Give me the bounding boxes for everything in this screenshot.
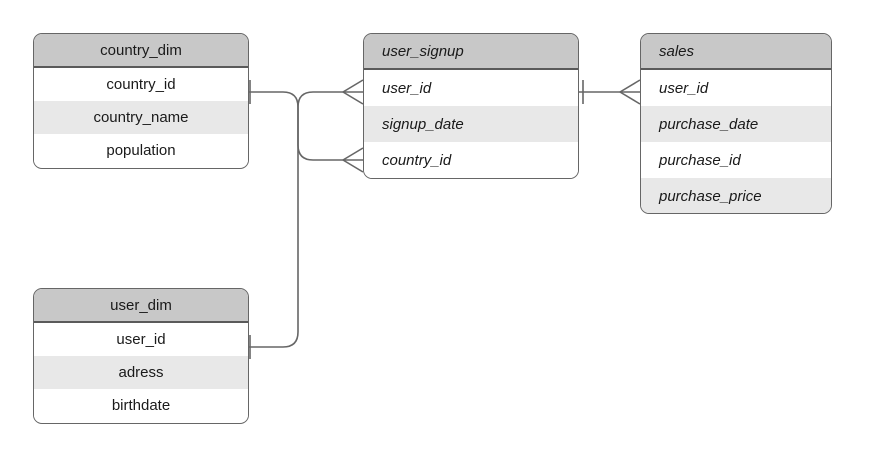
column-row[interactable]: user_id [641, 70, 831, 106]
column-row[interactable]: purchase_id [641, 142, 831, 178]
cardinality-many-signup-country_id [342, 147, 364, 173]
column-row[interactable]: user_id [34, 323, 248, 356]
column-row[interactable]: purchase_date [641, 106, 831, 142]
cardinality-many-signup-user_id [342, 79, 364, 105]
connector-branch-to-user_id [297, 91, 343, 108]
entity-user_signup[interactable]: user_signup user_id signup_date country_… [363, 33, 579, 179]
entity-country_dim[interactable]: country_dim country_id country_name popu… [33, 33, 249, 169]
column-row[interactable]: purchase_price [641, 178, 831, 213]
entity-title-country_dim: country_dim [34, 34, 248, 68]
entity-title-sales: sales [641, 34, 831, 70]
connector-country-to-country_id [282, 91, 343, 161]
column-row[interactable]: user_id [364, 70, 578, 106]
column-row[interactable]: birthdate [34, 389, 248, 422]
column-row[interactable]: adress [34, 356, 248, 389]
entity-title-user_signup: user_signup [364, 34, 578, 70]
entity-title-user_dim: user_dim [34, 289, 248, 323]
connector-userdim-to-signup [249, 107, 299, 348]
cardinality-many-sales-user_id [619, 79, 641, 105]
column-row[interactable]: population [34, 134, 248, 167]
column-row[interactable]: country_name [34, 101, 248, 134]
column-row[interactable]: country_id [364, 142, 578, 178]
column-row[interactable]: signup_date [364, 106, 578, 142]
entity-user_dim[interactable]: user_dim user_id adress birthdate [33, 288, 249, 424]
entity-sales[interactable]: sales user_id purchase_date purchase_id … [640, 33, 832, 214]
column-row[interactable]: country_id [34, 68, 248, 101]
